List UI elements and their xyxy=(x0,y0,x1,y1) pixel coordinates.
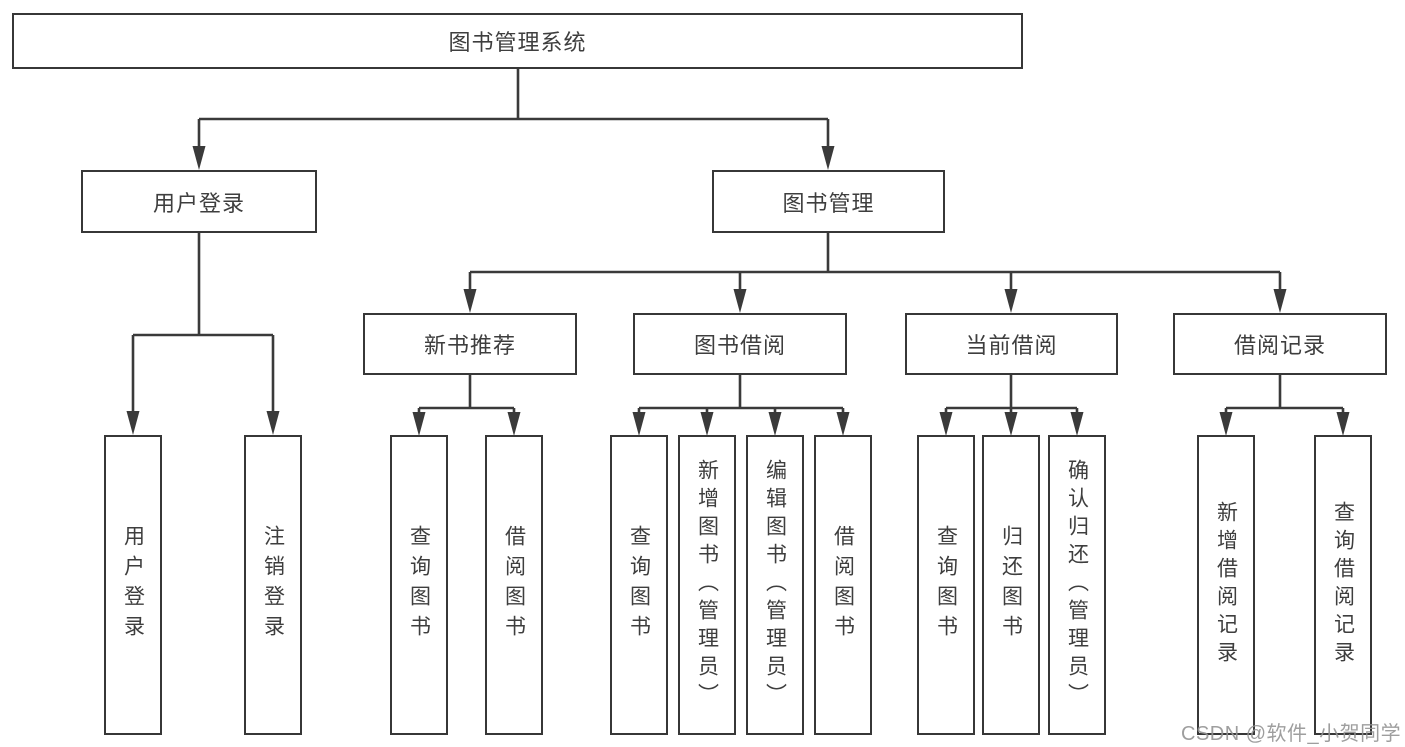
leaf-logout: 注销登录 xyxy=(244,435,302,735)
leaf-add-borrow-record: 新增借阅记录 xyxy=(1197,435,1255,735)
node-new-book-recommend: 新书推荐 xyxy=(363,313,577,375)
node-book-borrow: 图书借阅 xyxy=(633,313,847,375)
leaf-confirm-return-admin: 确认归还（管理员） xyxy=(1048,435,1106,735)
leaf-user-login: 用户登录 xyxy=(104,435,162,735)
node-user-login: 用户登录 xyxy=(81,170,317,233)
leaf-query-books-recommend: 查询图书 xyxy=(390,435,448,735)
leaf-query-books-current: 查询图书 xyxy=(917,435,975,735)
leaf-borrow-books: 借阅图书 xyxy=(814,435,872,735)
leaf-query-borrow-record: 查询借阅记录 xyxy=(1314,435,1372,735)
leaf-return-books: 归还图书 xyxy=(982,435,1040,735)
node-root-system: 图书管理系统 xyxy=(12,13,1023,69)
leaf-add-books-admin: 新增图书（管理员） xyxy=(678,435,736,735)
node-borrow-records: 借阅记录 xyxy=(1173,313,1387,375)
node-book-management: 图书管理 xyxy=(712,170,945,233)
leaf-borrow-books-recommend: 借阅图书 xyxy=(485,435,543,735)
node-current-borrow: 当前借阅 xyxy=(905,313,1118,375)
leaf-edit-books-admin: 编辑图书（管理员） xyxy=(746,435,804,735)
csdn-watermark: CSDN @软件_小贺同学 xyxy=(1181,723,1402,745)
leaf-query-books-borrow: 查询图书 xyxy=(610,435,668,735)
